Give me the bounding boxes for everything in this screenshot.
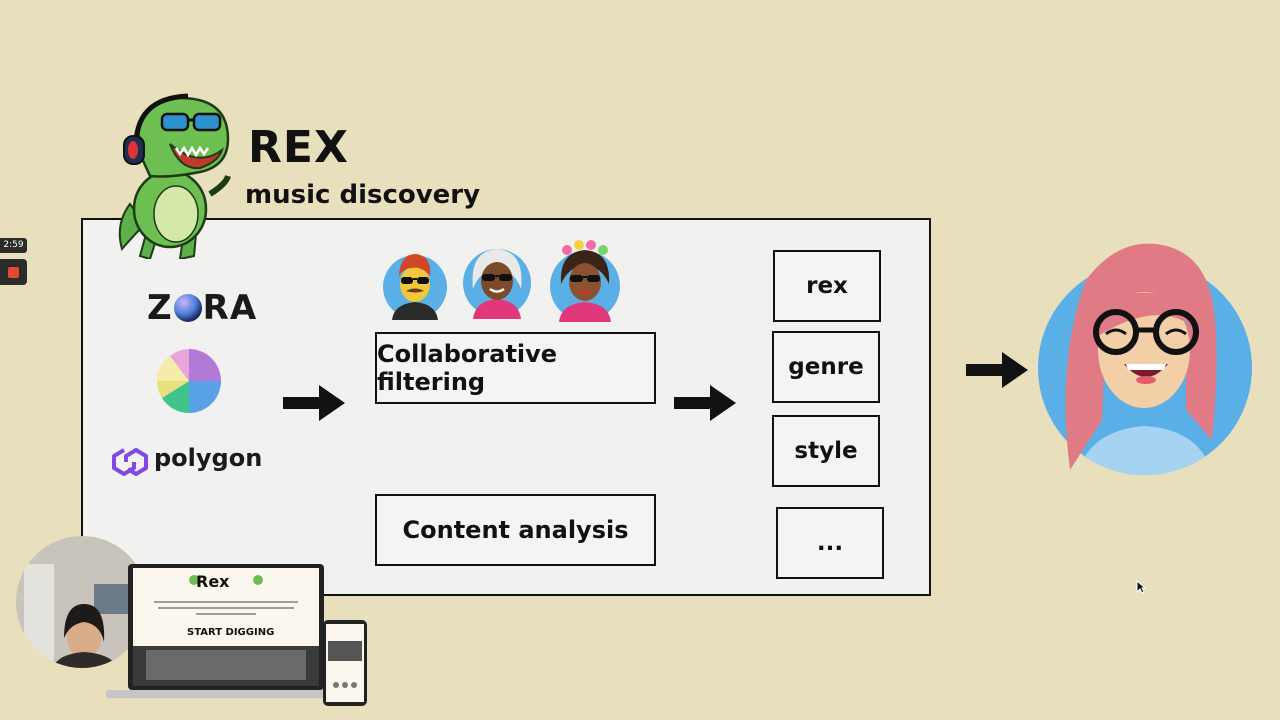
tag-rex: rex	[773, 250, 881, 322]
page-subtitle: music discovery	[245, 180, 481, 210]
stop-icon	[8, 267, 19, 278]
laptop-preview-icon	[106, 564, 328, 698]
polygon-label: polygon	[154, 444, 263, 472]
stop-recording-button[interactable]	[0, 259, 27, 285]
tag-genre: genre	[772, 331, 880, 403]
tag-style: style	[772, 415, 880, 487]
polygon-icon	[112, 448, 148, 476]
webcam-preview	[16, 536, 148, 668]
recording-timer: 2:59	[0, 238, 27, 253]
end-user-avatar-icon	[1038, 243, 1252, 475]
collaborative-filtering-box: Collaborative filtering	[375, 332, 656, 404]
dinosaur-mascot-icon	[118, 93, 231, 259]
zora-orb-icon	[173, 294, 202, 322]
tag-more: ...	[776, 507, 884, 579]
mouse-cursor-icon	[1136, 580, 1146, 594]
content-analysis-box: Content analysis	[375, 494, 656, 566]
user-avatar-icon	[383, 254, 447, 320]
phone-preview-icon	[323, 620, 367, 706]
user-avatar-icon	[550, 240, 620, 322]
preview-site-title: Rex	[196, 572, 230, 591]
arrow-right-icon	[283, 385, 345, 421]
arrow-right-icon	[674, 385, 736, 421]
preview-cta-label: START DIGGING	[187, 627, 275, 638]
audio-waveform-icon	[451, 442, 569, 482]
arrow-right-icon	[966, 352, 1028, 388]
user-avatar-icon	[463, 249, 531, 319]
page-title: REX	[248, 122, 349, 173]
pie-logo-icon	[157, 349, 221, 413]
